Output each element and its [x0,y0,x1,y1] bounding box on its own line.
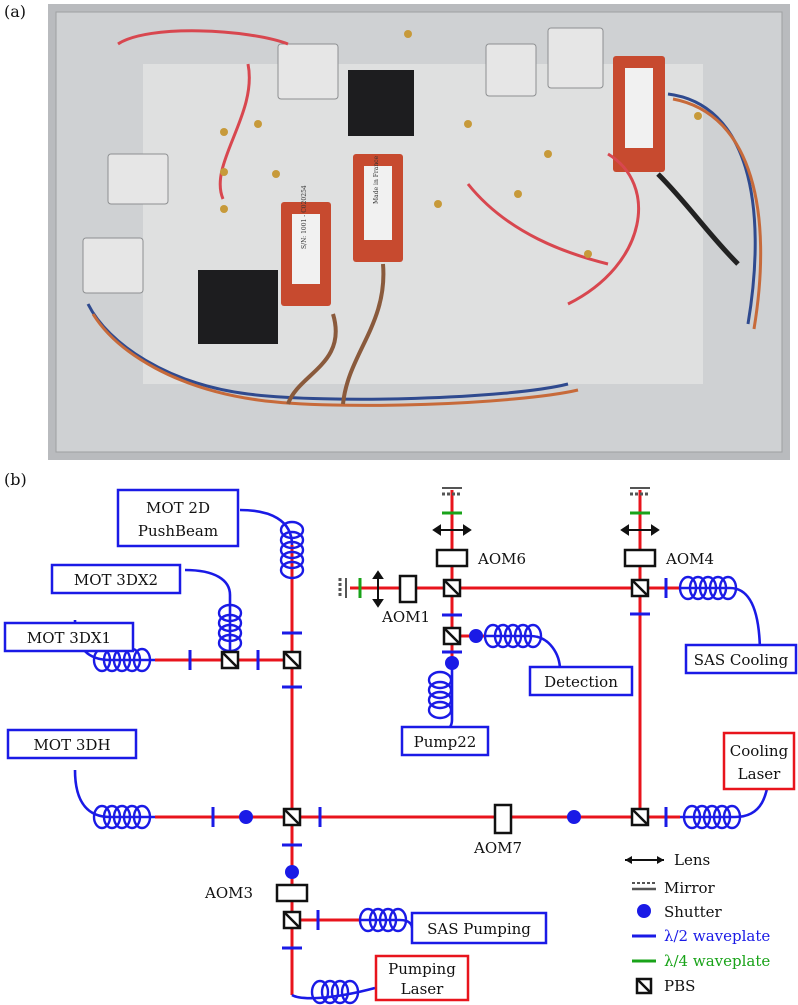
shutters [239,629,581,879]
legend-mirror-label: Mirror [664,879,716,897]
mirrors [338,487,650,598]
cooling-laser-line2: Laser [738,765,781,783]
mot2d-line1: MOT 2D [146,499,210,517]
legend-pbs: PBS [635,977,695,995]
black-module-1 [348,70,414,136]
optical-layout-diagram: AOM6 AOM4 AOM1 AOM7 AOM3 MOT 2D PushBeam… [3,487,798,1005]
legend: Lens Mirror Shutter λ/2 waveplate λ/4 wa… [625,851,770,995]
red-module-3 [613,56,665,172]
aom4-label: AOM4 [665,550,714,568]
mot3dx2-label: MOT 3DX2 [74,571,158,589]
half-waveplates [188,578,668,950]
mot3dh-label: MOT 3DH [33,736,110,754]
pumping-laser-line1: Pumping [388,960,456,978]
pump22-label: Pump22 [414,733,477,751]
red-module-1 [281,202,331,306]
quarter-waveplates [358,511,650,598]
aom6-label: AOM6 [477,550,526,568]
panel-label-a: (a) [4,2,27,21]
legend-lens-label: Lens [674,851,710,869]
sas-cooling-label: SAS Cooling [694,651,789,669]
lenses [372,524,660,608]
panel-label-b: (b) [4,470,27,489]
aom-crystals [275,548,657,903]
aom7-label: AOM7 [473,839,522,857]
pumping-laser-line2: Laser [401,980,444,998]
legend-half-wave: λ/2 waveplate [632,927,770,945]
legend-shutter-label: Shutter [664,903,723,921]
source-boxes: MOT 2D PushBeam MOT 3DX2 MOT 3DX1 MOT 3D… [3,488,798,1002]
legend-quarter-wave-label: λ/4 waveplate [664,952,770,970]
legend-lens: Lens [625,851,710,869]
module-sticker-serial: S/N: 1001 - C020254 [301,185,308,249]
detection-label: Detection [544,673,618,691]
aom3-label: AOM3 [204,884,253,902]
aom1-label: AOM1 [381,608,430,626]
hardware-photo: S/N: 1001 - C020254 Made in France [48,4,790,460]
legend-pbs-label: PBS [664,977,695,995]
mot2d-line2: PushBeam [138,522,218,540]
aom-labels: AOM6 AOM4 AOM1 AOM7 AOM3 [204,550,714,902]
legend-quarter-wave: λ/4 waveplate [632,952,770,970]
legend-shutter: Shutter [637,903,723,921]
cooling-laser-line1: Cooling [730,742,789,760]
mot3dx1-label: MOT 3DX1 [27,629,111,647]
red-module-2 [353,154,403,262]
sas-pumping-label: SAS Pumping [427,920,531,938]
module-sticker-origin: Made in France [373,155,380,204]
legend-half-wave-label: λ/2 waveplate [664,927,770,945]
legend-mirror: Mirror [632,879,716,897]
pbs-cubes [220,578,650,930]
black-module-2 [198,270,278,344]
